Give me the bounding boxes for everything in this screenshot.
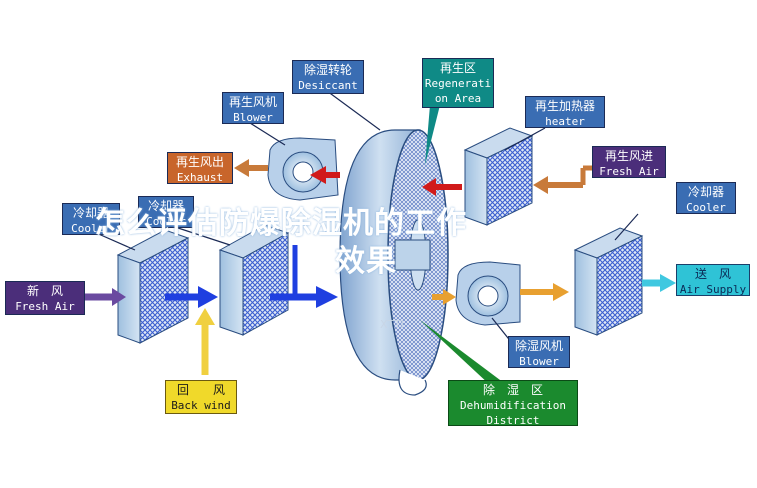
fresh-air-label-cn: 新 风: [26, 284, 63, 298]
regen-heater-label: 再生加热器 heater: [525, 96, 605, 128]
dehum-district-label-cn: 除 湿 区: [482, 383, 543, 397]
regen-fresh-air-label: 再生风进 Fresh Air: [592, 146, 666, 178]
desiccant-label-cn: 除湿转轮: [303, 63, 352, 77]
dehum-district-label-en1: Dehumidification: [460, 399, 566, 412]
regen-blower-label-en: Blower: [233, 111, 273, 124]
title-overlay: 怎么评估防爆除湿机的工作 效果: [95, 205, 665, 281]
regen-heater-unit: [463, 127, 534, 226]
air-supply-label: 送 风 Air Supply: [676, 264, 750, 296]
fresh-air-label-en: Fresh Air: [15, 300, 75, 313]
cooler-mid-label-en: Cooler: [146, 215, 186, 228]
cooler-right-label-cn: 冷却器: [687, 185, 724, 199]
desiccant-label-en: Desiccant: [298, 79, 358, 92]
air-supply-label-en: Air Supply: [679, 283, 747, 296]
back-wind-label-en: Back wind: [171, 399, 231, 412]
regen-area-pointer: [425, 105, 440, 165]
back-wind-label: 回 风 Back wind: [165, 380, 237, 414]
regen-fresh-air-label-cn: 再生风进: [604, 149, 653, 163]
regen-heater-label-en: heater: [545, 115, 585, 128]
dehum-blower-label: 除湿风机 Blower: [508, 336, 570, 368]
regen-fresh-air-label-en: Fresh Air: [599, 165, 659, 178]
cooler-left-label-cn: 冷却器: [72, 206, 109, 220]
dehum-district-label: 除 湿 区 Dehumidification District: [448, 380, 578, 427]
regen-area-label-en2: on Area: [434, 92, 482, 105]
pointer-lines: [93, 90, 639, 344]
dehum-blower-label-cn: 除湿风机: [514, 339, 563, 353]
cooler-left-unit: [116, 229, 190, 344]
watermark: XTTI: [380, 318, 404, 331]
desiccant-label: 除湿转轮 Desiccant: [292, 60, 364, 94]
flow-arrows: [85, 159, 676, 375]
title-overlay-line1: 怎么评估防爆除湿机的工作: [95, 206, 467, 241]
cooler-mid-label: 冷却器 Cooler: [138, 196, 194, 228]
cooler-right-label: 冷却器 Cooler: [676, 182, 736, 214]
regen-area-label-cn: 再生区: [439, 61, 476, 75]
air-supply-label-cn: 送 风: [694, 267, 731, 281]
title-overlay-line2: 效果: [335, 244, 397, 279]
dehum-blower-unit: [455, 261, 521, 326]
cooler-mid-unit: [218, 224, 290, 336]
cooler-left-label-en: Cooler: [71, 222, 111, 235]
regen-blower-label-cn: 再生风机: [228, 95, 277, 109]
cooler-right-unit: [573, 227, 644, 336]
regen-area-label: 再生区 Regenerati on Area: [422, 58, 494, 108]
dehum-district-label-en2: District: [486, 414, 540, 427]
dehum-area-pointer: [420, 320, 500, 385]
cooler-mid-label-cn: 冷却器: [147, 199, 184, 213]
cooler-right-label-en: Cooler: [686, 201, 726, 214]
regen-blower-label: 再生风机 Blower: [222, 92, 284, 124]
dehum-blower-label-en: Blower: [519, 355, 559, 368]
exhaust-label-cn: 再生风出: [175, 155, 224, 169]
exhaust-label-en: Exhaust: [176, 171, 224, 184]
regen-heater-label-cn: 再生加热器: [534, 99, 595, 113]
back-wind-label-cn: 回 风: [176, 383, 225, 397]
regen-area-label-en1: Regenerati: [424, 77, 492, 90]
cooler-left-label: 冷却器 Cooler: [62, 203, 120, 235]
fresh-air-label: 新 风 Fresh Air: [5, 281, 85, 315]
exhaust-label: 再生风出 Exhaust: [167, 152, 233, 184]
regen-blower-unit: [267, 137, 339, 201]
desiccant-wheel: [339, 129, 449, 396]
